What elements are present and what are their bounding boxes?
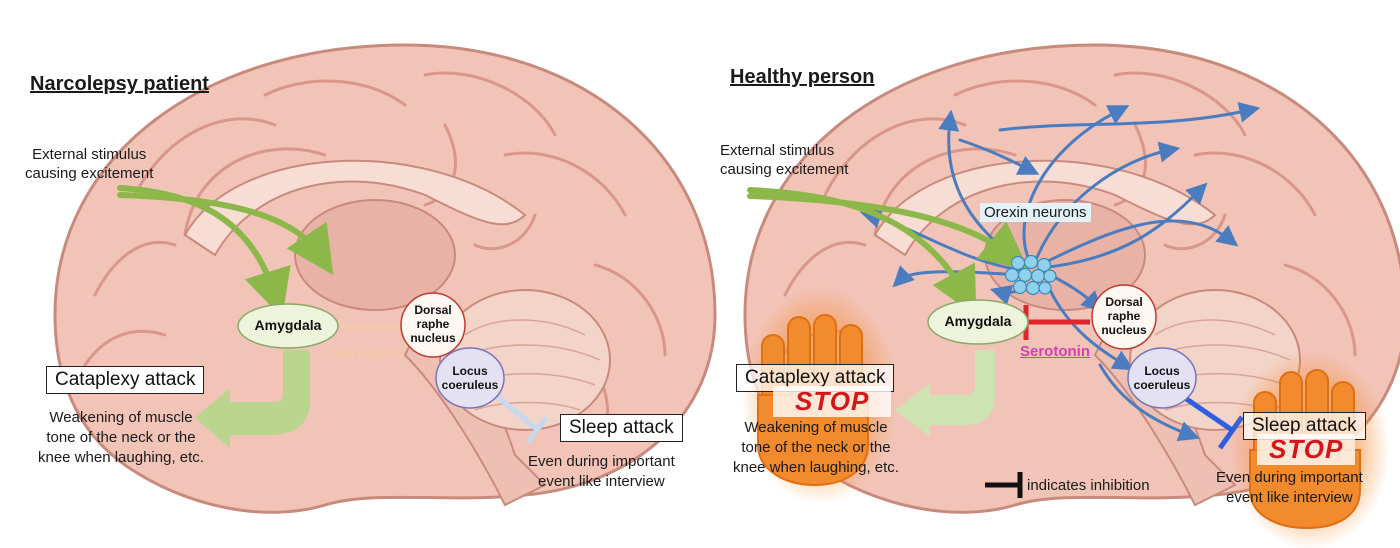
cataplexy-stop-label: STOP	[773, 386, 892, 417]
right-amygdala-label: Amygdala	[944, 313, 1012, 329]
right-cataplexy-description: Weakening of muscle tone of the neck or …	[733, 418, 899, 478]
left-sleep-desc-line1: Even during important	[528, 453, 675, 470]
right-sleep-desc-line1: Even during important	[1216, 469, 1363, 486]
legend-inhibition-label: indicates inhibition	[1027, 477, 1150, 494]
left-sleep-box: Sleep attack	[560, 414, 683, 442]
right-amygdala-node	[927, 299, 1029, 345]
left-sleep-desc-line2: event like interview	[538, 473, 665, 490]
orexin-neurons-label: Orexin neurons	[980, 203, 1091, 222]
right-coeruleus-line2: coeruleus	[1133, 378, 1191, 392]
left-coeruleus-label: Locus coeruleus	[436, 364, 504, 392]
right-cataplexy-desc-line3: knee when laughing, etc.	[733, 459, 899, 476]
right-serotonin-label: Serotonin	[1020, 343, 1090, 360]
right-raphe-line1: Dorsal	[1105, 295, 1143, 309]
right-cataplexy-arrow	[895, 350, 995, 437]
left-cataplexy-desc-line1: Weakening of muscle	[49, 409, 193, 426]
left-panel-heading: Narcolepsy patient	[30, 73, 209, 95]
left-coeruleus-line2: coeruleus	[441, 378, 499, 392]
right-raphe-line2: raphe	[1107, 309, 1141, 323]
left-amygdala-node	[237, 303, 339, 349]
right-raphe-label: Dorsal raphe nucleus	[1094, 295, 1154, 337]
left-amygdala-label: Amygdala	[254, 317, 322, 333]
left-raphe-line2: raphe	[416, 317, 450, 331]
left-external-line2: causing excitement	[25, 165, 154, 182]
right-raphe-node	[1091, 284, 1157, 350]
right-external-line2: causing excitement	[720, 161, 849, 178]
right-cataplexy-box: Cataplexy attack	[736, 364, 895, 392]
left-excitement-arrows	[117, 185, 334, 318]
right-excitement-arrows	[747, 187, 1029, 317]
orexin-neuron-cluster	[1004, 254, 1057, 296]
left-cataplexy-desc-line2: tone of the neck or the	[46, 429, 196, 446]
left-sleep-description: Even during important event like intervi…	[528, 452, 675, 492]
right-external-stimulus-label: External stimulus causing excitement	[720, 141, 848, 179]
right-external-line1: External stimulus	[720, 142, 835, 159]
left-external-line1: External stimulus	[32, 146, 147, 163]
left-raphe-node	[400, 292, 466, 358]
right-coeruleus-node	[1127, 347, 1197, 409]
left-cataplexy-arrow	[195, 350, 310, 448]
left-faded-inhibition	[493, 393, 548, 444]
sleep-stop-label: STOP	[1257, 434, 1356, 465]
right-coeruleus-line1: Locus	[1144, 364, 1180, 378]
right-raphe-line3: nucleus	[1101, 323, 1147, 337]
right-cataplexy-desc-line1: Weakening of muscle	[744, 419, 888, 436]
left-cataplexy-description: Weakening of muscle tone of the neck or …	[38, 408, 204, 468]
left-cataplexy-desc-line3: knee when laughing, etc.	[38, 449, 204, 466]
left-raphe-line1: Dorsal	[414, 303, 452, 317]
right-sleep-description: Even during important event like intervi…	[1216, 468, 1363, 508]
left-raphe-line3: nucleus	[410, 331, 456, 345]
right-sleep-desc-line2: event like interview	[1226, 489, 1353, 506]
left-serotonin-label: Serotonin	[333, 345, 403, 362]
right-panel-heading: Healthy person	[730, 66, 875, 88]
left-external-stimulus-label: External stimulus causing excitement	[25, 145, 153, 183]
left-cataplexy-box: Cataplexy attack	[46, 366, 205, 394]
right-coeruleus-label: Locus coeruleus	[1128, 364, 1196, 392]
left-coeruleus-line1: Locus	[452, 364, 488, 378]
left-raphe-label: Dorsal raphe nucleus	[403, 303, 463, 345]
right-cataplexy-desc-line2: tone of the neck or the	[741, 439, 891, 456]
legend-inhibition-symbol	[985, 472, 1023, 498]
left-coeruleus-node	[435, 347, 505, 409]
